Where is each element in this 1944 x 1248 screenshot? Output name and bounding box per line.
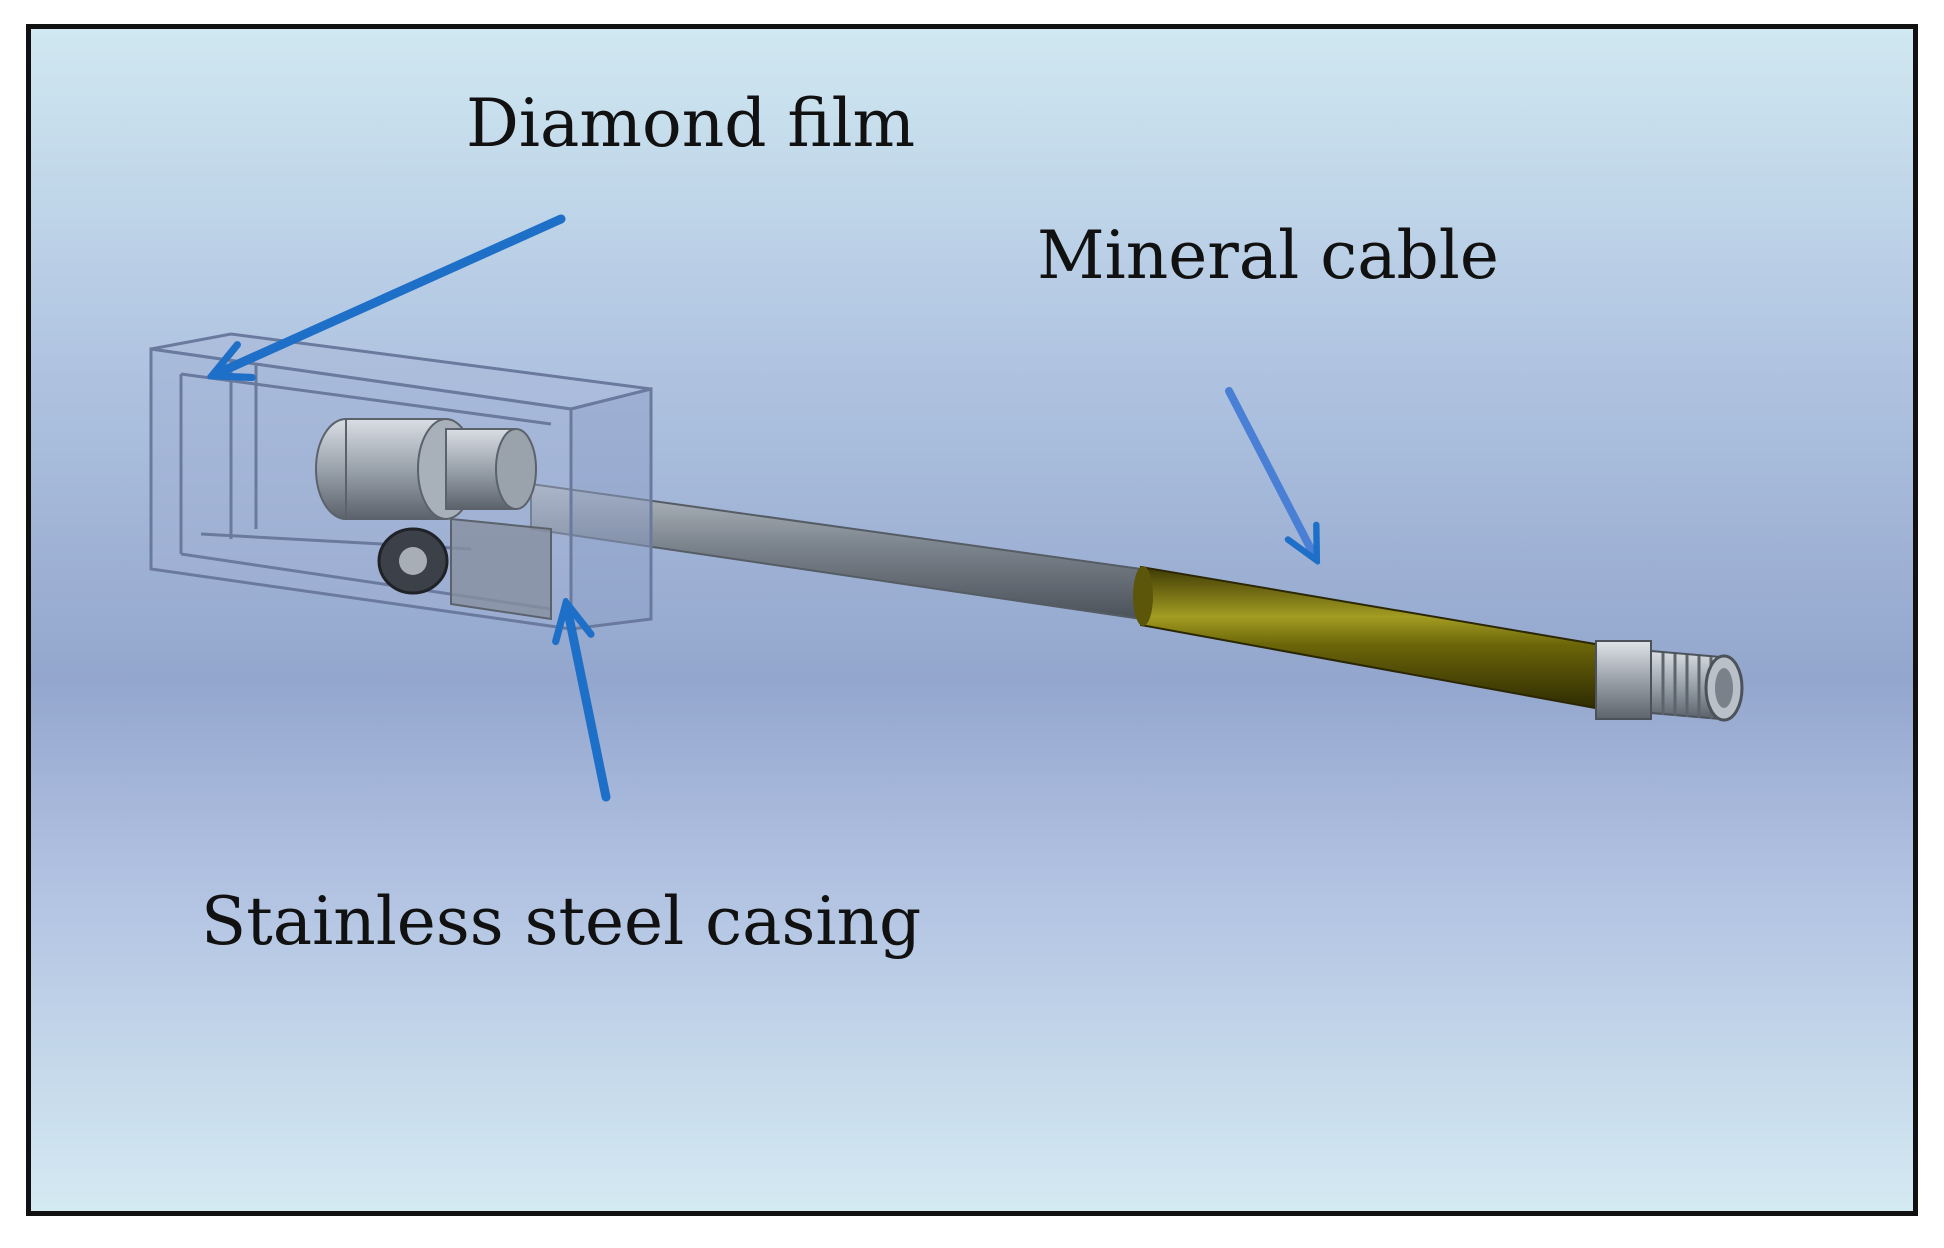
- sensor-diagram: [31, 29, 1913, 1211]
- label-mineral-cable: Mineral cable: [1037, 217, 1499, 294]
- threaded-connector-icon: [1595, 640, 1744, 722]
- background: [31, 29, 1913, 1211]
- figure-frame: Diamond film Mineral cable Stainless ste…: [26, 24, 1918, 1216]
- label-diamond-film: Diamond film: [466, 85, 916, 162]
- sensor-housing-icon: [315, 418, 552, 621]
- label-stainless-steel-casing: Stainless steel casing: [201, 883, 922, 960]
- arrow-icon: [216, 214, 1315, 802]
- mineral-cable-sheath: [1133, 565, 1602, 711]
